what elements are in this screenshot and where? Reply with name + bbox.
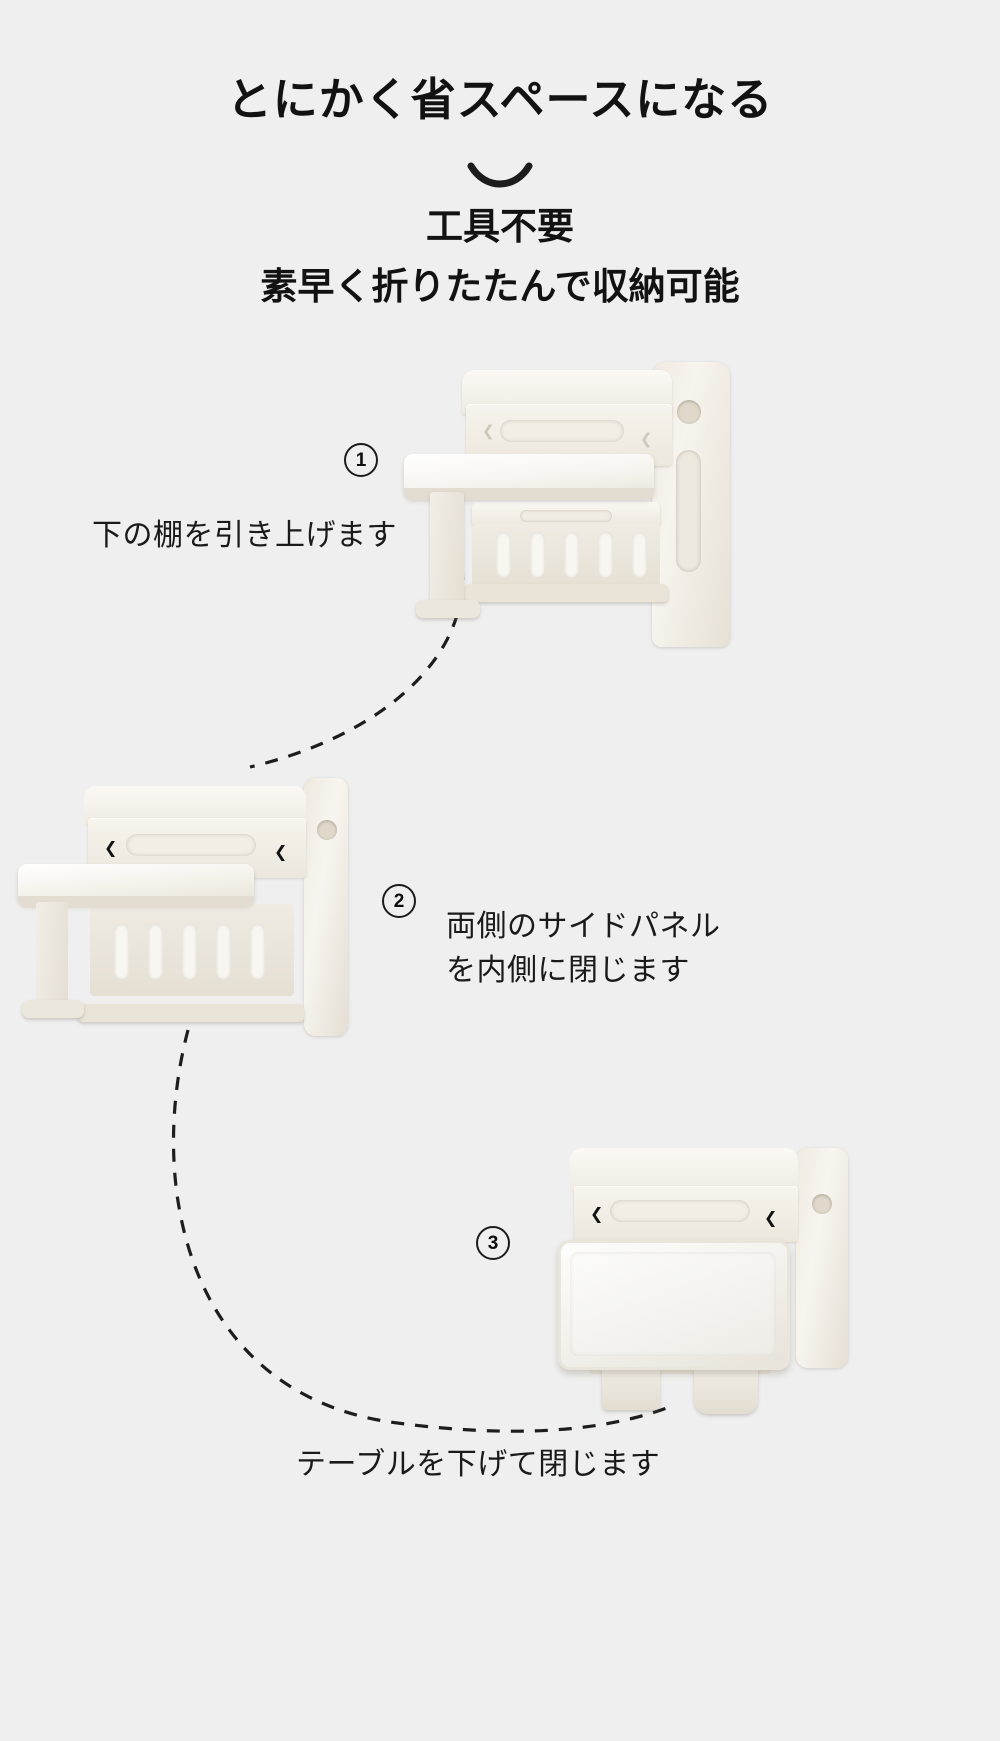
desk2-base <box>78 1004 304 1022</box>
desk1-post-slot <box>676 450 701 572</box>
desk1-shelf-groove <box>520 510 612 522</box>
page-title: とにかく省スペースになる <box>226 74 774 125</box>
desk2-chevron-left-icon: ❮ <box>104 840 118 857</box>
step-3-caption: テーブルを下げて閉じます <box>296 1448 661 1481</box>
desk1-base <box>464 584 668 602</box>
desk2-right-post <box>304 778 348 1036</box>
step-marker-3: 3 <box>476 1226 510 1260</box>
desk1-slat <box>564 532 579 578</box>
illustration-step-3-desk-folded: ❮ ❮ <box>548 1148 848 1428</box>
desk2-chevron-right-icon: ❮ <box>274 844 288 861</box>
illustration-step-2-desk-panels-closed: ❮ ❮ <box>18 778 348 1043</box>
desk3-post-hole <box>812 1194 832 1214</box>
illustration-step-1-desk-open: ❮ ❮ <box>400 362 730 662</box>
desk2-slat <box>114 924 129 980</box>
desk2-slat <box>182 924 197 980</box>
arrow-step2-to-step3 <box>171 1029 673 1433</box>
desk3-chevron-left-icon: ❮ <box>590 1206 604 1223</box>
desk3-right-post <box>796 1148 848 1368</box>
step-marker-1: 1 <box>344 443 378 477</box>
desk1-slat <box>598 532 613 578</box>
desk3-back-rail <box>570 1148 798 1192</box>
desk1-left-foot <box>416 600 480 618</box>
step-marker-2: 2 <box>382 884 416 918</box>
step-2-caption-line-2: を内側に閉じます <box>446 953 690 987</box>
desk1-chevron-left-icon: ❮ <box>482 423 495 440</box>
step-2-caption: 両側のサイドパネル を内側に閉じます <box>446 905 721 992</box>
desk3-back-panel-groove <box>610 1200 750 1222</box>
desk1-back-panel-groove <box>500 420 624 442</box>
desk2-left-leg <box>36 902 68 1014</box>
desk3-folded-table-inner <box>570 1252 776 1356</box>
desk2-table-top-edge <box>18 896 254 908</box>
desk2-left-foot <box>22 1000 84 1018</box>
step-marker-2-number: 2 <box>393 890 405 912</box>
desk3-chevron-right-icon: ❮ <box>764 1210 778 1227</box>
desk2-slat <box>216 924 231 980</box>
desk1-left-leg <box>430 492 464 614</box>
desk1-slat <box>530 532 545 578</box>
desk1-chevron-right-icon: ❮ <box>640 431 653 448</box>
desk1-slat <box>632 532 647 578</box>
desk3-hinge-right <box>694 1364 758 1414</box>
step-2-caption-line-1: 両側のサイドパネル <box>446 910 721 943</box>
desk3-hinge-left <box>602 1364 660 1410</box>
desk2-slat <box>148 924 163 980</box>
desk2-back-panel-groove <box>126 834 256 856</box>
desk1-slat <box>496 532 511 578</box>
desk1-table-top-edge <box>404 488 654 500</box>
subtitle-line-2: 素早く折りたたんで収納可能 <box>260 266 740 307</box>
step-1-caption: 下の棚を引き上げます <box>92 519 397 552</box>
step-marker-3-number: 3 <box>487 1232 499 1254</box>
smile-curve-divider-icon <box>467 162 533 188</box>
subtitle-line-1: 工具不要 <box>426 206 574 247</box>
desk2-slat <box>250 924 265 980</box>
step-marker-1-number: 1 <box>355 449 367 471</box>
desk1-post-hole <box>677 400 701 424</box>
desk2-post-hole <box>317 820 337 840</box>
